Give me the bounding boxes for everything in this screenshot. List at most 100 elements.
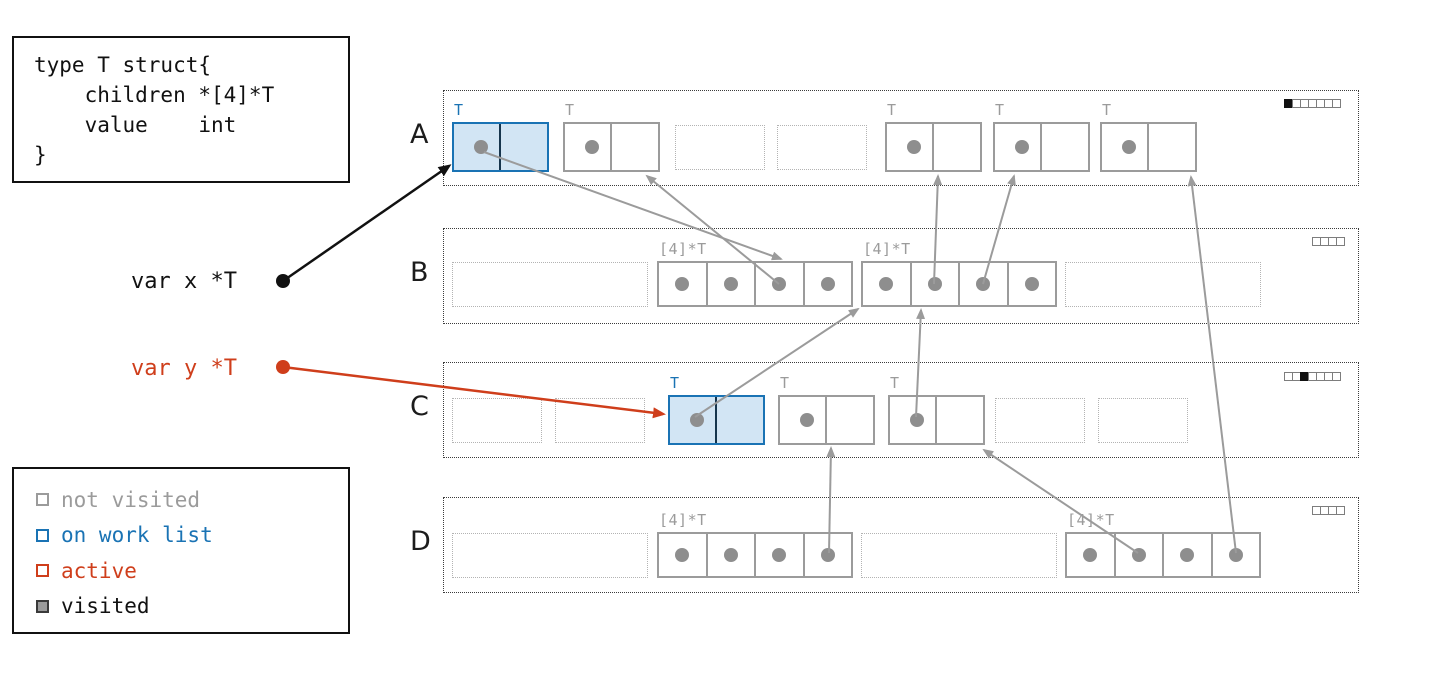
empty-slot (675, 125, 765, 170)
array-slot (659, 263, 708, 305)
array-slot (756, 263, 805, 305)
array-slot (960, 263, 1009, 305)
active-swatch-icon (36, 564, 49, 578)
empty-slot (452, 398, 542, 443)
cell-type-label: T (887, 101, 897, 119)
struct-cell (563, 122, 660, 172)
field-divider (935, 397, 937, 443)
legend-item-active: active (36, 553, 348, 589)
struct-cell (888, 395, 985, 445)
field-divider (1040, 124, 1042, 170)
children-pointer-dot (690, 413, 704, 427)
empty-slot (452, 262, 648, 307)
field-divider (932, 124, 934, 170)
element-pointer-dot (772, 277, 787, 291)
cell-type-label: [4]*T (659, 511, 707, 529)
span-meter-C (1284, 372, 1341, 381)
cell-type-label: [4]*T (659, 240, 707, 258)
meter-cell (1332, 372, 1341, 381)
span-meter-D (1312, 506, 1345, 515)
children-pointer-dot (910, 413, 924, 427)
cell-type-label: T (670, 374, 680, 392)
element-pointer-dot (772, 548, 787, 562)
var-pointer-dot (276, 360, 290, 374)
field-divider (499, 124, 501, 170)
struct-cell (452, 122, 549, 172)
array-slot (659, 534, 708, 576)
legend-item-not-visited: not visited (36, 482, 348, 518)
struct-cell (885, 122, 982, 172)
row-label-D: D (410, 526, 431, 557)
code-line: type T struct{ (34, 53, 212, 77)
field-divider (610, 124, 612, 170)
legend-label: active (61, 558, 137, 583)
children-pointer-dot (907, 140, 921, 154)
meter-cell (1332, 99, 1341, 108)
element-pointer-dot (723, 277, 738, 291)
var-pointer-dot (276, 274, 290, 288)
empty-slot (452, 533, 648, 578)
meter-cell (1336, 506, 1345, 515)
array-slot (1213, 534, 1260, 576)
struct-cell (778, 395, 875, 445)
array-slot (863, 263, 912, 305)
element-pointer-dot (1024, 277, 1039, 291)
pointer-array-cell (1065, 532, 1261, 578)
cell-type-label: T (454, 101, 464, 119)
row-label-A: A (410, 119, 429, 150)
pointer-array-cell (657, 261, 853, 307)
element-pointer-dot (1083, 548, 1098, 562)
row-label-B: B (410, 257, 429, 288)
field-divider (1147, 124, 1149, 170)
legend-label: on work list (61, 523, 213, 548)
empty-slot (1065, 262, 1261, 307)
legend-item-visited: visited (36, 589, 348, 625)
element-pointer-dot (675, 277, 690, 291)
cell-type-label: [4]*T (863, 240, 911, 258)
type-definition-code-box: type T struct{ children *[4]*T value int… (12, 36, 350, 183)
element-pointer-dot (1131, 548, 1146, 562)
row-label-C: C (410, 391, 429, 422)
legend-box: not visited on work list active visited (12, 467, 350, 634)
legend-item-work-list: on work list (36, 518, 348, 554)
children-pointer-dot (1015, 140, 1029, 154)
pointer-array-cell (861, 261, 1057, 307)
element-pointer-dot (1228, 548, 1243, 562)
array-slot (756, 534, 805, 576)
field-divider (825, 397, 827, 443)
visited-swatch-icon (36, 599, 49, 613)
element-pointer-dot (879, 277, 894, 291)
var-y-label: var y *T (131, 356, 237, 381)
array-slot (1067, 534, 1116, 576)
struct-cell (1100, 122, 1197, 172)
var-x-label: var x *T (131, 269, 237, 294)
code-line: value int (34, 113, 237, 137)
cell-type-label: T (890, 374, 900, 392)
cell-type-label: T (1102, 101, 1112, 119)
array-slot (805, 534, 852, 576)
array-slot (708, 263, 756, 305)
struct-cell (668, 395, 765, 445)
element-pointer-dot (927, 277, 942, 291)
array-slot (708, 534, 756, 576)
meter-cell (1336, 237, 1345, 246)
array-slot (1164, 534, 1213, 576)
empty-slot (995, 398, 1085, 443)
element-pointer-dot (723, 548, 738, 562)
empty-slot (1098, 398, 1188, 443)
field-divider (715, 397, 717, 443)
legend-label: not visited (61, 487, 201, 512)
cell-type-label: T (780, 374, 790, 392)
children-pointer-dot (474, 140, 488, 154)
cell-type-label: T (995, 101, 1005, 119)
array-slot (912, 263, 960, 305)
empty-slot (777, 125, 867, 170)
span-meter-A (1284, 99, 1341, 108)
cell-type-label: [4]*T (1067, 511, 1115, 529)
array-slot (1009, 263, 1056, 305)
element-pointer-dot (820, 548, 835, 562)
span-meter-B (1312, 237, 1345, 246)
cell-type-label: T (565, 101, 575, 119)
array-slot (805, 263, 852, 305)
